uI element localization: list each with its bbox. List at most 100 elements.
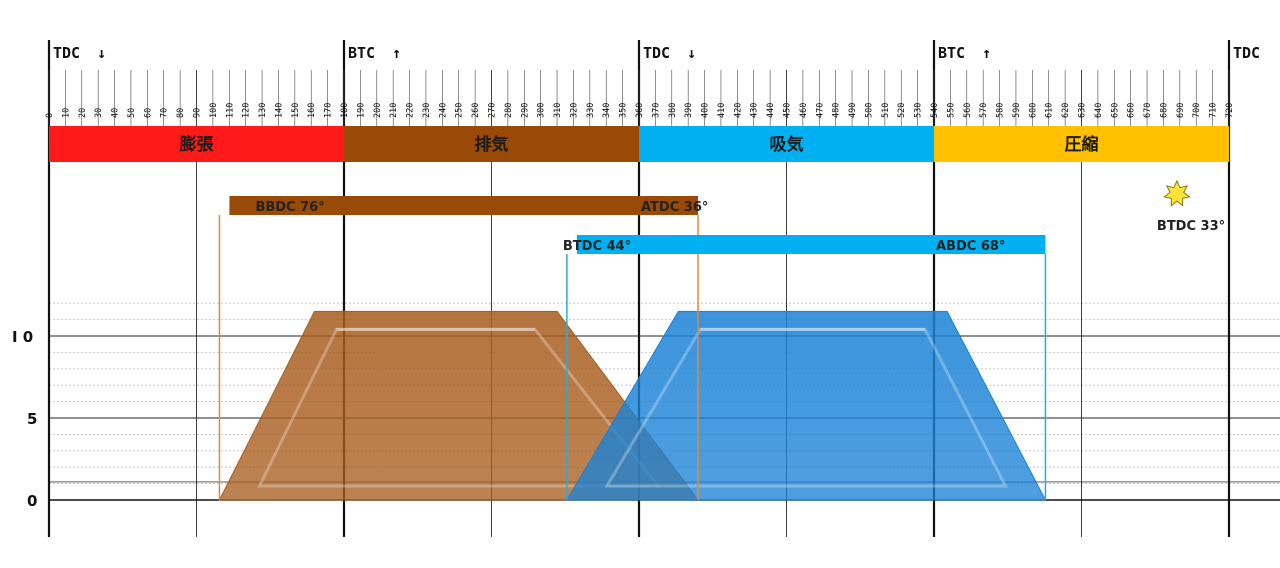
angle-tick-label: 570 <box>979 103 989 118</box>
angle-tick-label: 530 <box>914 103 924 118</box>
angle-tick-label: 260 <box>471 103 481 118</box>
lift-axis: 05I 0 <box>12 328 37 510</box>
angle-tick-label: 680 <box>1159 103 1169 118</box>
angle-tick-label: 310 <box>553 103 563 118</box>
angle-tick-label: 720 <box>1225 103 1235 118</box>
angle-tick-label: 150 <box>291 103 301 118</box>
angle-tick-label: 140 <box>274 103 284 118</box>
angle-tick-label: 540 <box>930 103 940 118</box>
angle-tick-label: 220 <box>406 103 416 118</box>
angle-tick-label: 510 <box>881 103 891 118</box>
dead-center-arrow-icon: ↑ <box>982 44 991 62</box>
angle-tick-label: 450 <box>783 103 793 118</box>
angle-tick-label: 470 <box>815 103 825 118</box>
intake-lift <box>566 310 1047 501</box>
angle-tick-label: 590 <box>1012 103 1022 118</box>
angle-tick-label: 700 <box>1192 103 1202 118</box>
stroke-label: 吸気 <box>770 134 804 155</box>
angle-tick-label: 340 <box>602 103 612 118</box>
dead-center-marker-name: TDC <box>1233 44 1260 62</box>
angle-tick-label: 250 <box>455 103 465 118</box>
angle-tick-label: 90 <box>193 108 203 118</box>
valve-timing-bars: BBDC 76° ATDC 36° BTDC 44° ABDC 68° BTDC 33° <box>218 179 1225 500</box>
dead-center-markers: TDC↓BTC↑TDC↓BTC↑TDC <box>53 44 1260 62</box>
angle-tick-label: 130 <box>258 103 268 118</box>
exhaust-close-label: ATDC 36° <box>641 200 708 215</box>
dead-center-marker-name: BTC <box>348 44 375 62</box>
angle-tick-label: 190 <box>356 103 366 118</box>
angle-tick-label: 30 <box>94 108 104 118</box>
angle-tick-label: 550 <box>946 103 956 118</box>
stroke-bar-2 <box>639 126 934 162</box>
angle-tick-label: 160 <box>307 103 317 118</box>
angle-tick-label: 370 <box>651 103 661 118</box>
angle-tick-label: 330 <box>586 103 596 118</box>
angle-tick-label: 100 <box>209 103 219 118</box>
exhaust-lift-bevel <box>257 327 662 488</box>
angle-tick-label: 460 <box>799 103 809 118</box>
angle-tick-label: 180 <box>340 103 350 118</box>
dead-center-marker-name: TDC <box>643 44 670 62</box>
angle-tick-label: 0 <box>45 113 55 118</box>
angle-tick-label: 60 <box>143 108 153 118</box>
exhaust-lift <box>218 310 699 501</box>
lift-axis-label: I 0 <box>12 328 33 346</box>
stroke-label: 排気 <box>475 134 509 155</box>
stroke-bar-3 <box>934 126 1229 162</box>
angle-tick-label: 120 <box>242 103 252 118</box>
stroke-bar-0 <box>49 126 344 162</box>
angle-tick-label: 640 <box>1094 103 1104 118</box>
stroke-label: 膨張 <box>180 134 215 155</box>
lift-curves <box>218 310 1047 501</box>
angle-tick-label: 300 <box>537 103 547 118</box>
ignition-label: BTDC 33° <box>1157 219 1225 234</box>
angle-tick-label: 280 <box>504 103 514 118</box>
angle-tick-label: 170 <box>324 103 334 118</box>
angle-tick-label: 270 <box>488 103 498 118</box>
dead-center-arrow-icon: ↓ <box>687 44 696 62</box>
angle-tick-label: 320 <box>569 103 579 118</box>
angle-tick-label: 20 <box>78 108 88 118</box>
lift-axis-label: 0 <box>27 492 37 510</box>
intake-close-label: ABDC 68° <box>936 239 1005 254</box>
ignition-star-icon <box>1163 179 1191 207</box>
dead-center-marker-name: BTC <box>938 44 965 62</box>
angle-tick-label: 230 <box>422 103 432 118</box>
angle-tick-label: 430 <box>750 103 760 118</box>
angle-tick-label: 690 <box>1176 103 1186 118</box>
intake-open-label: BTDC 44° <box>563 239 631 254</box>
intake-lift-bevel <box>604 327 1008 488</box>
angle-tick-label: 480 <box>832 103 842 118</box>
angle-tick-label: 620 <box>1061 103 1071 118</box>
dead-center-marker-name: TDC <box>53 44 80 62</box>
angle-tick-label: 600 <box>1028 103 1038 118</box>
angle-tick-label: 240 <box>438 103 448 118</box>
angle-tick-label: 710 <box>1209 103 1219 118</box>
angle-tick-label: 50 <box>127 108 137 118</box>
angle-tick-label: 650 <box>1110 103 1120 118</box>
stroke-bars: 膨張 排気 吸気 圧縮 <box>49 126 1229 162</box>
angle-tick-label: 490 <box>848 103 858 118</box>
angle-tick-label: 660 <box>1127 103 1137 118</box>
angle-tick-label: 10 <box>61 108 71 118</box>
exhaust-open-label: BBDC 76° <box>255 200 324 215</box>
stroke-bar-1 <box>344 126 639 162</box>
angle-tick-label: 560 <box>963 103 973 118</box>
angle-tick-label: 420 <box>733 103 743 118</box>
angle-tick-label: 670 <box>1143 103 1153 118</box>
stroke-label: 圧縮 <box>1065 134 1099 155</box>
angle-tick-label: 610 <box>1045 103 1055 118</box>
angle-tick-label: 360 <box>635 103 645 118</box>
intake-open-duration-bar <box>576 235 1046 254</box>
exhaust-open-duration-bar <box>229 196 698 215</box>
angle-tick-label: 390 <box>684 103 694 118</box>
angle-tick-label: 520 <box>897 103 907 118</box>
angle-tick-label: 380 <box>668 103 678 118</box>
angle-tick-label: 70 <box>160 108 170 118</box>
angle-tick-label: 410 <box>717 103 727 118</box>
angle-tick-label: 630 <box>1078 103 1088 118</box>
dead-center-arrow-icon: ↓ <box>97 44 106 62</box>
angle-tick-label: 440 <box>766 103 776 118</box>
